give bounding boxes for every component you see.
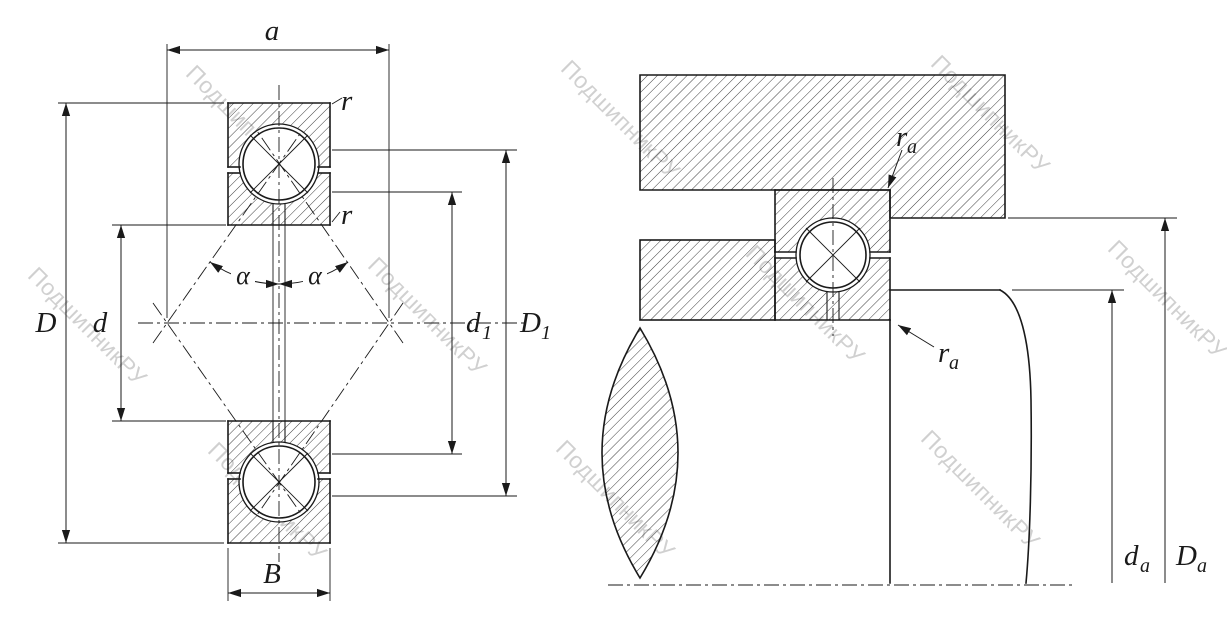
label-chamfer-r-top: r (341, 85, 353, 117)
dimension-d: d (93, 224, 226, 422)
contact-angle-lines (152, 130, 404, 516)
label-outer-diameter: D (35, 307, 57, 339)
dimension-da: d a (1012, 289, 1150, 583)
label-fillet-ra-bottom-subscript: a (949, 352, 959, 374)
mounting-view: r a r a d a D a (601, 74, 1207, 586)
dimension-Da: D a (1008, 217, 1207, 583)
label-housing-abutment-subscript: a (1197, 555, 1207, 577)
dimension-D1: D 1 (332, 149, 551, 497)
fillet-ra-bottom: r a (897, 324, 959, 374)
label-contact-angle-right: α (308, 261, 323, 290)
shaft-break-lens (601, 326, 679, 580)
right-abutment-part (889, 288, 1033, 584)
label-shaft-abutment-diameter: d (1124, 540, 1139, 572)
label-outer-shoulder-subscript: 1 (541, 322, 551, 344)
label-inner-shoulder-diameter: d (466, 307, 481, 339)
abutment-sleeve-section (639, 239, 776, 321)
label-bore-diameter: d (93, 307, 108, 339)
dimension-B: B (227, 548, 331, 601)
label-fillet-ra-bottom: r (938, 337, 950, 369)
label-fillet-ra-top-subscript: a (907, 136, 917, 158)
label-fillet-ra-top: r (896, 121, 908, 153)
dimension-D: D (35, 102, 224, 544)
label-housing-abutment-diameter: D (1175, 540, 1197, 572)
fillet-ra-top: r a (887, 121, 917, 189)
dimension-a: a (166, 15, 390, 318)
label-inner-shoulder-subscript: 1 (482, 322, 492, 344)
ring-outlines (227, 102, 331, 544)
label-width-a: a (265, 15, 280, 47)
ball-cross-mark (805, 227, 861, 283)
watermark-text: ПодшипникРУ (916, 425, 1045, 554)
inner-ring-split-lines (826, 292, 840, 320)
chamfer-labels: r r (331, 85, 353, 231)
shaft (601, 319, 891, 584)
label-outer-shoulder-diameter: D (519, 307, 541, 339)
label-contact-angle-left: α (236, 261, 251, 290)
bearing-cross-section-view: α α a D d d 1 (35, 15, 551, 601)
label-width-B: B (263, 558, 281, 590)
label-shaft-abutment-subscript: a (1140, 555, 1150, 577)
contact-angle-annotation: α α (209, 261, 349, 290)
label-chamfer-r-bottom: r (341, 199, 353, 231)
bearing-outlines (774, 189, 891, 321)
dimension-d1: d 1 (332, 191, 492, 455)
